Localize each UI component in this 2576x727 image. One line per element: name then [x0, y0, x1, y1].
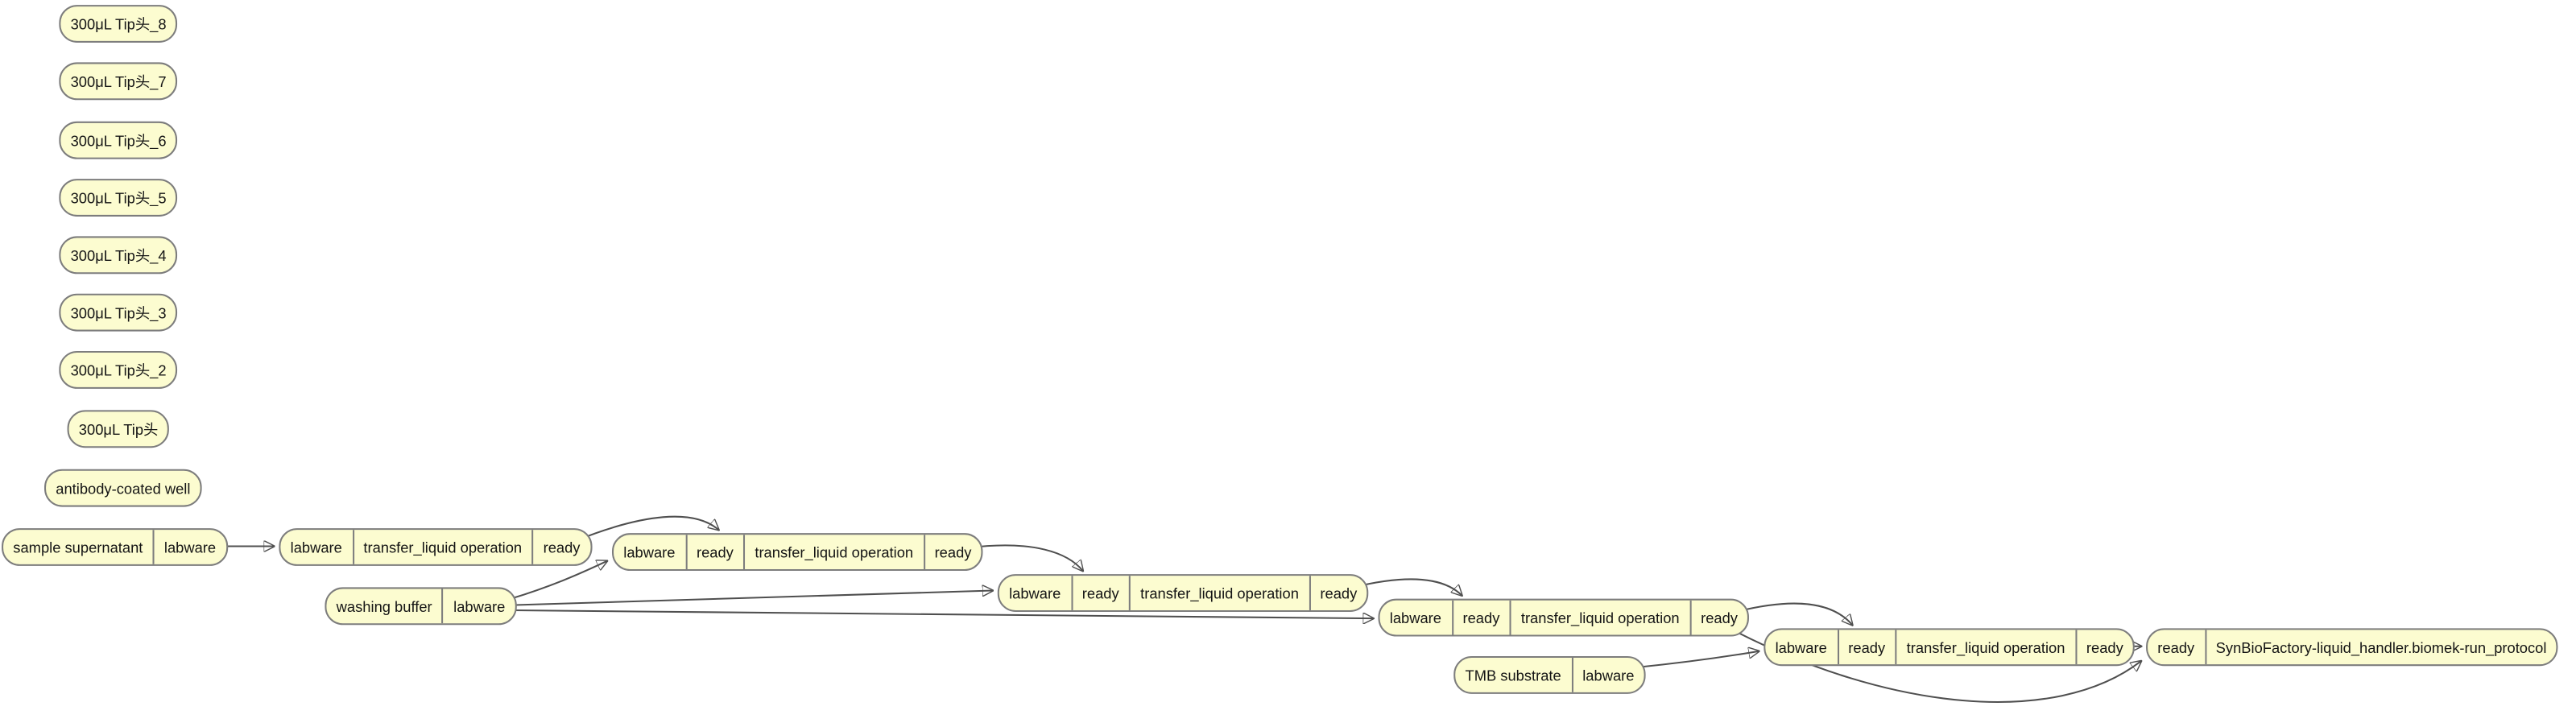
- edge-op4-to-op5: [1735, 602, 1853, 626]
- edge-tmb-to-op5: [1634, 651, 1759, 669]
- node-cell: transfer_liquid operation: [1895, 630, 2074, 665]
- node-cell: washing buffer: [336, 597, 432, 615]
- node-cell: labware: [290, 539, 342, 556]
- node-cell: ready: [1689, 600, 1747, 635]
- node-transfer-op-4: labware ready transfer_liquid operation …: [1378, 598, 1750, 637]
- node-tip-7: 300μL Tip头_7: [59, 62, 178, 101]
- node-tip-6: 300μL Tip头_6: [59, 121, 178, 159]
- node-tip-2: 300μL Tip头_2: [59, 351, 178, 389]
- node-run-protocol: ready SynBioFactory-liquid_handler.biome…: [2146, 628, 2558, 667]
- node-cell: ready: [2157, 638, 2195, 655]
- node-transfer-op-5: labware ready transfer_liquid operation …: [1764, 628, 2136, 667]
- node-cell: SynBioFactory-liquid_handler.biomek-run_…: [2204, 630, 2556, 665]
- node-cell: TMB substrate: [1465, 667, 1561, 684]
- node-cell: labware: [1775, 638, 1827, 655]
- node-cell: transfer_liquid operation: [743, 535, 923, 570]
- node-cell: ready: [923, 535, 981, 570]
- node-cell: transfer_liquid operation: [1509, 600, 1689, 635]
- node-transfer-op-2: labware ready transfer_liquid operation …: [611, 533, 983, 572]
- node-tip-1: 300μL Tip头: [67, 410, 170, 448]
- node-cell: labware: [1570, 658, 1644, 692]
- node-cell: transfer_liquid operation: [1128, 576, 1309, 610]
- node-cell: labware: [1009, 584, 1061, 601]
- node-label: 300μL Tip头_3: [70, 304, 167, 322]
- node-label: 300μL Tip头: [78, 421, 159, 439]
- node-cell: labware: [441, 589, 515, 624]
- node-label: 300μL Tip头_8: [70, 16, 167, 33]
- node-label: 300μL Tip头_7: [70, 73, 167, 91]
- node-cell: ready: [531, 530, 589, 564]
- node-tip-5: 300μL Tip头_5: [59, 179, 178, 217]
- edge-op3-to-op4: [1353, 578, 1462, 596]
- edge-wash-to-op2: [505, 561, 607, 601]
- node-cell: labware: [623, 543, 676, 560]
- node-label: antibody-coated well: [56, 479, 191, 497]
- node-cell: ready: [1070, 576, 1129, 610]
- node-tip-4: 300μL Tip头_4: [59, 236, 178, 275]
- node-washing-buffer: washing buffer labware: [325, 587, 517, 626]
- node-cell: sample supernatant: [13, 539, 143, 556]
- node-tip-8: 300μL Tip头_8: [59, 5, 178, 43]
- node-transfer-op-3: labware ready transfer_liquid operation …: [997, 574, 1369, 612]
- node-label: 300μL Tip头_5: [70, 190, 167, 207]
- edge-wash-to-op3: [505, 590, 993, 606]
- node-cell: labware: [152, 530, 226, 564]
- node-sample-supernatant: sample supernatant labware: [2, 528, 228, 566]
- node-label: 300μL Tip头_6: [70, 133, 167, 150]
- node-cell: ready: [1837, 630, 1895, 665]
- edge-op2-to-op3: [967, 544, 1083, 571]
- node-cell: ready: [1309, 576, 1367, 610]
- node-antibody-coated-well: antibody-coated well: [44, 469, 202, 507]
- node-cell: labware: [1389, 609, 1442, 626]
- edge-op1-to-op2: [573, 515, 718, 543]
- node-tip-3: 300μL Tip头_3: [59, 293, 178, 332]
- node-label: 300μL Tip头_4: [70, 247, 167, 265]
- node-label: 300μL Tip头_2: [70, 362, 167, 379]
- node-cell: ready: [684, 535, 743, 570]
- node-transfer-op-1: labware transfer_liquid operation ready: [279, 528, 592, 566]
- node-cell: ready: [1451, 600, 1509, 635]
- node-cell: transfer_liquid operation: [352, 530, 531, 564]
- edge-wash-to-op4: [505, 609, 1374, 618]
- node-tmb-substrate: TMB substrate labware: [1453, 655, 1646, 694]
- node-cell: ready: [2074, 630, 2133, 665]
